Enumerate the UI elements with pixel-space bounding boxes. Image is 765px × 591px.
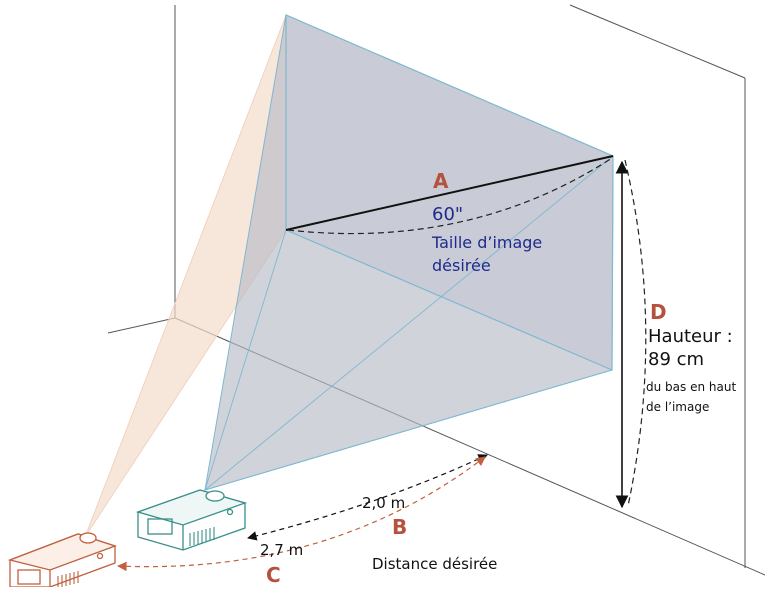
height-value: 89 cm: [648, 349, 704, 370]
near-projector-icon: [135, 489, 248, 551]
back-wall-top-line: [569, 4, 746, 79]
height-letter: D: [650, 300, 667, 324]
far-distance-arc: [117, 456, 486, 572]
height-title: Hauteur :: [648, 326, 733, 347]
image-size-caption-line1: Taille d’image: [431, 233, 542, 252]
distance-caption: Distance désirée: [372, 555, 497, 573]
diagonal-line: [285, 155, 614, 231]
height-caption-line1: du bas en haut: [646, 380, 736, 394]
image-size-caption-line2: désirée: [432, 256, 491, 275]
diagonal-dashed-arc: [287, 157, 613, 235]
image-size-value: 60": [432, 204, 463, 225]
height-caption-line2: de l’image: [646, 400, 709, 414]
image-size-letter: A: [433, 169, 449, 193]
near-distance-letter: B: [392, 515, 407, 539]
near-distance-value: 2,0 m: [362, 494, 405, 512]
far-projector-icon: [7, 532, 117, 588]
floor-left-line: [107, 317, 176, 334]
far-distance-value: 2,7 m: [260, 541, 303, 559]
height-dashed-arc: [624, 159, 647, 507]
far-distance-letter: C: [266, 563, 281, 587]
